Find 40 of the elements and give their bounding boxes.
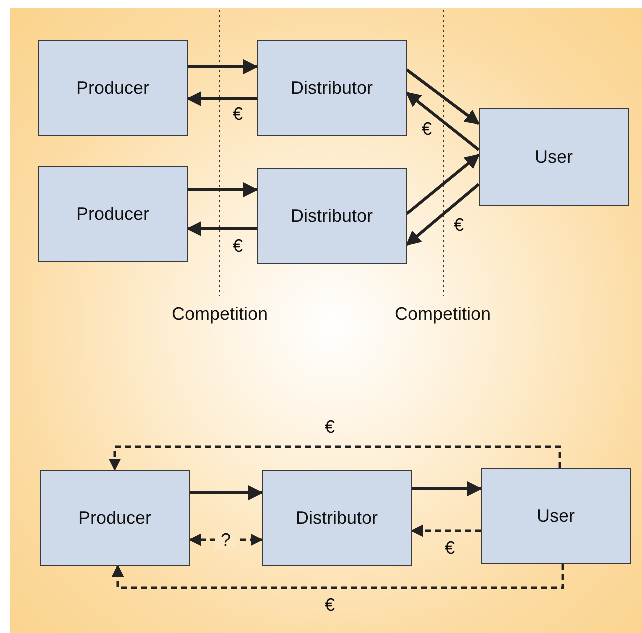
arrow <box>112 564 564 590</box>
edge-label: € <box>325 418 335 436</box>
box-label: Producer <box>76 204 150 224</box>
arrow <box>412 482 482 497</box>
section-label: Competition <box>172 305 268 323</box>
box-label: Producer <box>76 78 150 98</box>
arrow <box>108 446 562 472</box>
box-label: User <box>534 146 573 168</box>
arrow <box>406 183 480 246</box>
process-box <box>38 40 188 136</box>
edge-label: € <box>233 237 243 255</box>
arrow <box>410 524 481 538</box>
arrow <box>186 92 257 107</box>
box-label: Distributor <box>290 78 374 98</box>
process-box <box>257 40 407 136</box>
edge-label: € <box>445 539 455 557</box>
arrow <box>406 92 480 152</box>
arrow <box>188 534 264 546</box>
edge-label: ? <box>215 531 237 549</box>
edge-label: € <box>454 216 464 234</box>
arrow <box>186 221 257 236</box>
edge-label: € <box>422 120 432 138</box>
process-box <box>38 166 188 262</box>
box-label: Producer <box>78 508 152 528</box>
section-label: Competition <box>394 305 492 323</box>
edge-label: € <box>233 105 243 123</box>
arrow <box>406 68 480 126</box>
process-box <box>262 470 412 566</box>
box-label: Distributor <box>290 206 374 226</box>
arrow <box>406 154 480 216</box>
arrow <box>188 59 258 74</box>
arrow <box>190 486 264 501</box>
process-box <box>479 108 629 206</box>
process-box <box>481 468 631 564</box>
edge-label: € <box>325 596 335 614</box>
box-label: Distributor <box>296 508 378 528</box>
arrow <box>188 182 258 198</box>
process-box <box>257 168 407 264</box>
process-box <box>40 470 190 566</box>
box-label: User <box>536 506 575 526</box>
